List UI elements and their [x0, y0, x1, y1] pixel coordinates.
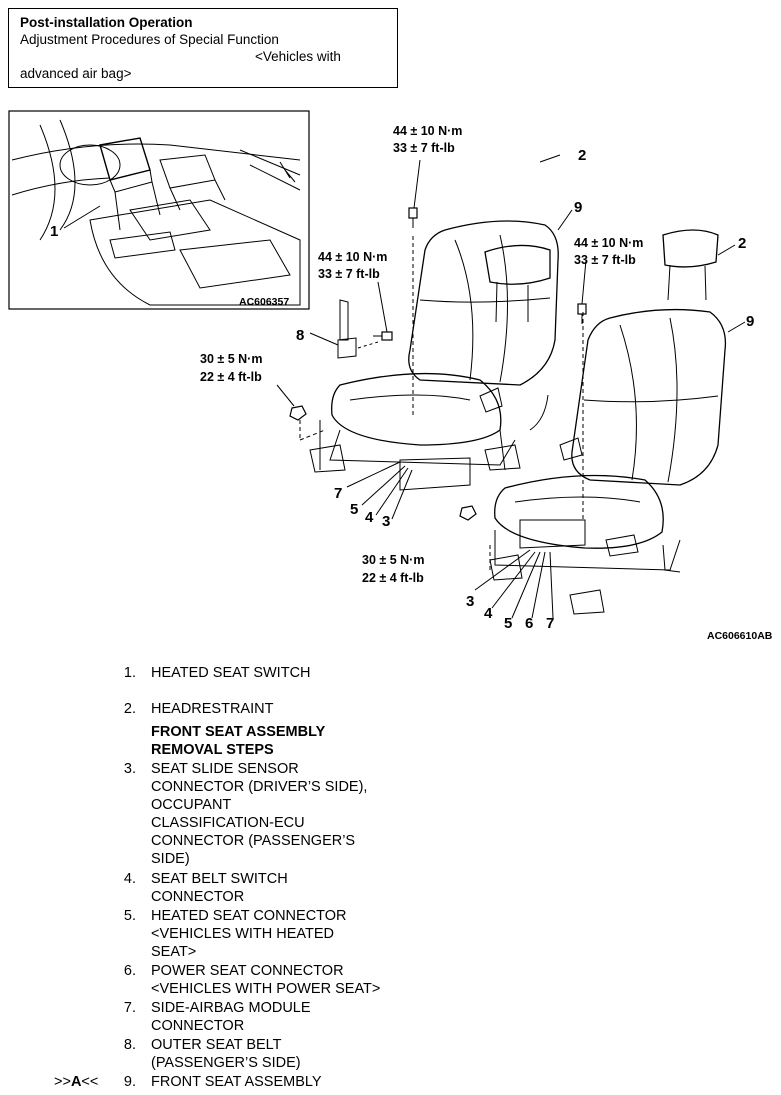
torque-ftlb-floor-right: 22 ± 4 ft-lb — [362, 571, 424, 585]
callout-4-right: 4 — [484, 605, 493, 622]
callout-3-left: 3 — [382, 513, 390, 530]
item-3-line3: OCCUPANT — [151, 797, 232, 813]
callout-9-right: 9 — [746, 313, 754, 330]
section-title: Post-installation Operation — [20, 15, 193, 30]
callout-7-right: 7 — [546, 615, 554, 632]
post-installation-box: Post-installation Operation Adjustment P… — [8, 8, 398, 88]
item-3-line2: CONNECTOR (DRIVER’S SIDE), — [151, 779, 368, 795]
item-3-number: 3. — [123, 761, 136, 777]
callout-6-right: 6 — [525, 615, 533, 632]
item-4-line1: SEAT BELT SWITCH — [151, 871, 288, 887]
item-3-line1: SEAT SLIDE SENSOR — [151, 761, 299, 777]
nut-left-floor — [289, 405, 307, 421]
torque-ftlb-top-left: 33 ± 7 ft-lb — [393, 141, 455, 155]
item-6-line1: POWER SEAT CONNECTOR — [151, 963, 344, 979]
item-7-line2: CONNECTOR — [151, 1018, 245, 1034]
callout-1: 1 — [50, 223, 58, 240]
callout-7-left: 7 — [334, 485, 342, 502]
item-5-line3: SEAT> — [151, 944, 197, 960]
callout-8: 8 — [296, 327, 304, 344]
item-3-line6: SIDE) — [151, 851, 190, 867]
inset-figure-code: AC606357 — [239, 296, 289, 308]
console-inset-drawing — [11, 119, 301, 306]
torque-nm-top-right: 44 ± 10 N·m — [574, 236, 643, 250]
item-5-number: 5. — [123, 908, 136, 924]
item-9-number: 9. — [123, 1074, 136, 1090]
procedure-mark-post: << — [81, 1074, 99, 1090]
torque-nm-floor-right: 30 ± 5 N·m — [362, 553, 424, 567]
callout-2-right: 2 — [738, 235, 746, 252]
item-6-line2: <VEHICLES WITH POWER SEAT> — [151, 981, 381, 997]
item-2-text: HEADRESTRAINT — [151, 701, 274, 717]
item-6-number: 6. — [123, 963, 136, 979]
item-5-line1: HEATED SEAT CONNECTOR — [151, 908, 347, 924]
seat-assembly-illustration: 1 2 2 9 9 8 7 5 4 3 3 4 5 6 7 44 ± 10 N·… — [8, 110, 773, 642]
item-2-number: 2. — [123, 701, 136, 717]
callout-9-left: 9 — [574, 199, 582, 216]
passenger-seat-drawing — [489, 229, 727, 615]
procedure-reference-mark: >>A<< — [54, 1073, 98, 1091]
item-4-line2: CONNECTOR — [151, 889, 245, 905]
item-1-number: 1. — [123, 665, 136, 681]
section-subtitle: Adjustment Procedures of Special Functio… — [20, 32, 279, 47]
torque-ftlb-top-right: 33 ± 7 ft-lb — [574, 253, 636, 267]
torque-nm-floor-left: 30 ± 5 N·m — [200, 352, 262, 366]
item-5-line2: <VEHICLES WITH HEATED — [151, 926, 335, 942]
torque-ftlb-belt: 33 ± 7 ft-lb — [318, 267, 380, 281]
bolt-left-top — [408, 207, 418, 228]
vehicle-note-line2: advanced air bag> — [20, 66, 132, 81]
group-heading-line1: FRONT SEAT ASSEMBLY — [151, 724, 326, 740]
vehicle-note-line1: <Vehicles with — [255, 49, 341, 64]
item-7-line1: SIDE-AIRBAG MODULE — [151, 1000, 311, 1016]
item-8-number: 8. — [123, 1037, 136, 1053]
main-figure-code: AC606610AB — [707, 630, 773, 642]
nut-right-floor — [459, 505, 477, 521]
item-8-line1: OUTER SEAT BELT — [151, 1037, 282, 1053]
torque-ftlb-floor-left: 22 ± 4 ft-lb — [200, 370, 262, 384]
callout-5-right: 5 — [504, 615, 512, 632]
group-heading-line2: REMOVAL STEPS — [151, 742, 274, 758]
procedure-mark-letter: A — [70, 1074, 82, 1090]
item-3-line5: CONNECTOR (PASSENGER’S — [151, 833, 356, 849]
bolt-right-top — [577, 303, 587, 324]
callout-2-left: 2 — [578, 147, 586, 164]
torque-nm-belt: 44 ± 10 N·m — [318, 250, 387, 264]
item-8-line2: (PASSENGER’S SIDE) — [151, 1055, 301, 1071]
callout-5-left: 5 — [350, 501, 358, 518]
callout-4-left: 4 — [365, 509, 374, 526]
item-3-line4: CLASSIFICATION-ECU — [151, 815, 305, 831]
torque-nm-top-left: 44 ± 10 N·m — [393, 124, 462, 138]
procedure-mark-pre: >> — [54, 1074, 71, 1090]
item-9-text: FRONT SEAT ASSEMBLY — [151, 1074, 322, 1090]
bolt-left-belt — [373, 331, 393, 341]
callout-3-right: 3 — [466, 593, 474, 610]
item-1-text: HEATED SEAT SWITCH — [151, 665, 311, 681]
item-7-number: 7. — [123, 1000, 136, 1016]
item-4-number: 4. — [123, 871, 136, 887]
